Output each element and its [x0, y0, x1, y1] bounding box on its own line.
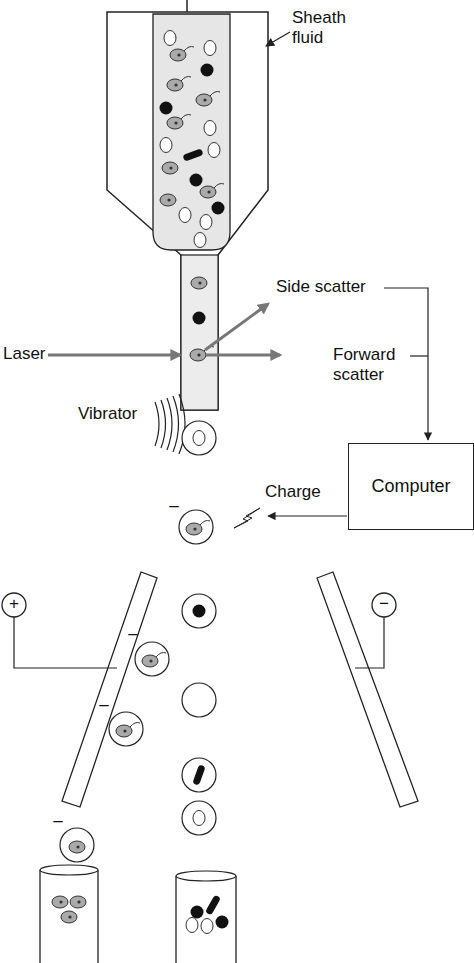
charge-arrow: [268, 515, 347, 516]
droplets: [60, 421, 216, 862]
terminal: [372, 593, 396, 617]
charge-sign: –: [169, 496, 178, 516]
collection-tube: [40, 870, 98, 963]
deflection-plate: [317, 572, 418, 807]
flow-chamber: [107, 12, 268, 410]
cells: [160, 31, 225, 362]
flow-channel: [181, 255, 218, 410]
wire: [14, 617, 117, 668]
sample-tube: [153, 14, 230, 250]
wire: [355, 617, 384, 668]
annotation-label: Forward scatter: [333, 345, 411, 386]
collected-cells: [52, 895, 229, 934]
charge-sign: –: [53, 811, 62, 831]
annotation-label: Charge: [265, 482, 327, 502]
polarity-sign: −: [379, 594, 389, 614]
deflection-plate: [62, 572, 157, 807]
vibration-waves: [155, 394, 185, 454]
polarity-sign: +: [9, 594, 19, 614]
annotation-label: Vibrator: [78, 404, 150, 424]
forward-scatter-beam: [206, 354, 280, 357]
spark-symbol: [234, 508, 260, 528]
pointer-arrow: [266, 32, 290, 46]
laser-beam: [48, 354, 180, 357]
box-label: Computer: [371, 476, 450, 497]
charge-sign: –: [99, 695, 108, 715]
tube-rim: [176, 871, 236, 881]
terminal: [2, 593, 26, 617]
tube-rim: [40, 865, 98, 875]
droplet-contents: [69, 431, 210, 854]
annotation-label: Sheath fluid: [292, 8, 358, 49]
charge-sign: –: [128, 624, 137, 644]
side-scatter-beam: [205, 304, 268, 350]
computer-box: Computer: [348, 443, 474, 530]
annotation-label: Laser: [3, 344, 53, 364]
collection-tube: [176, 876, 236, 963]
annotation-label: Side scatter: [276, 277, 386, 297]
signal-line: [410, 355, 428, 356]
